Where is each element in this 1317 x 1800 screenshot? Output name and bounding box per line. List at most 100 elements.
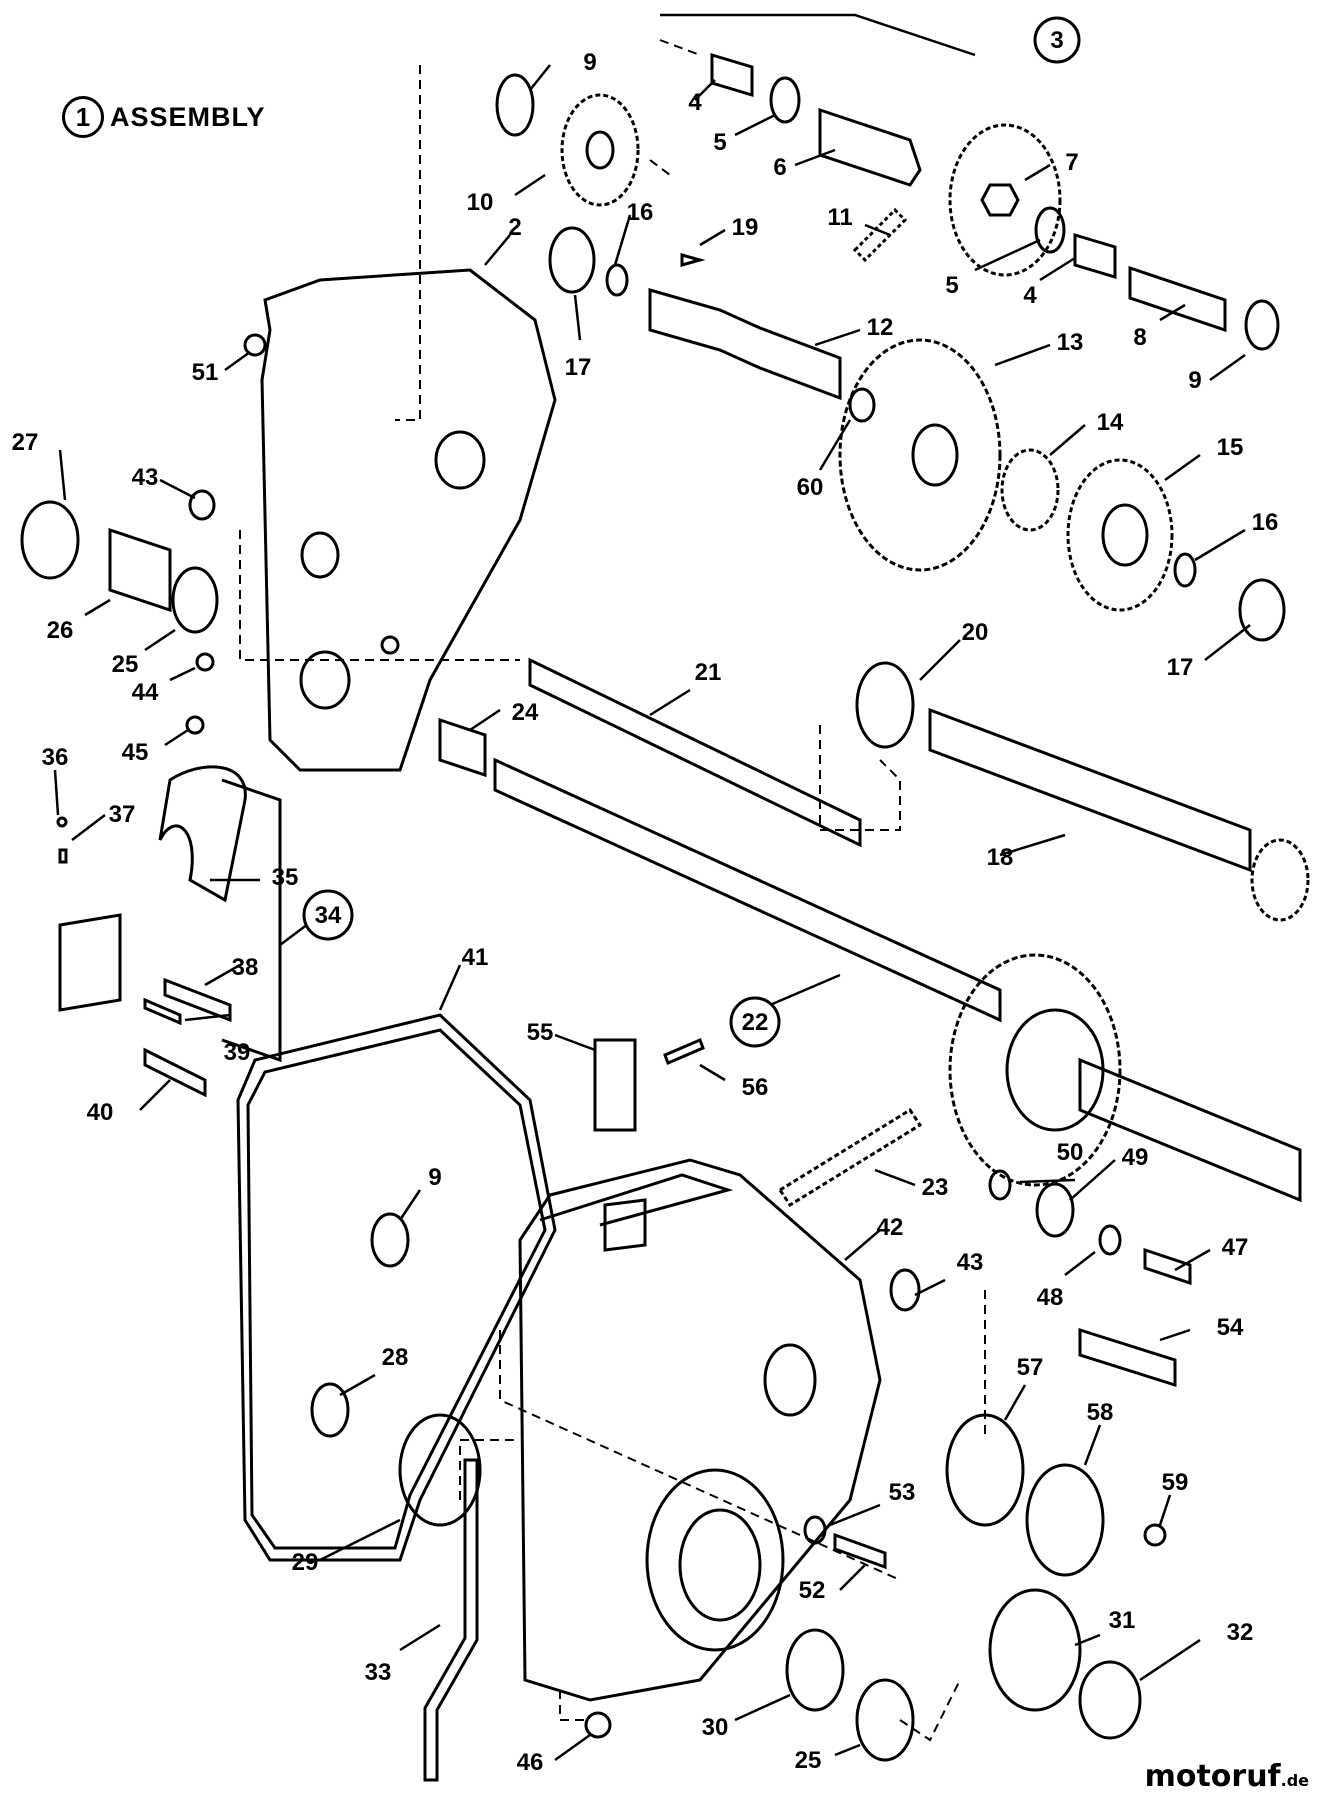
gear-13 <box>838 338 1002 572</box>
case-hole-3 <box>299 650 351 710</box>
case-half-lower <box>518 1158 882 1702</box>
dashline-21 <box>819 725 901 831</box>
washer-49 <box>1035 1182 1075 1238</box>
dashline-top <box>395 65 421 421</box>
label-4: 4 <box>688 89 702 116</box>
label-27: 27 <box>12 429 39 456</box>
label-7: 7 <box>1065 149 1078 176</box>
shaft-22-output <box>1078 1057 1302 1203</box>
gasket-41 <box>236 1013 557 1562</box>
label-33: 33 <box>365 1659 392 1686</box>
dashline-3 <box>649 39 701 176</box>
callout-circle-34 <box>302 889 354 941</box>
label-60: 60 <box>797 474 824 501</box>
bearing-17-top <box>548 226 596 294</box>
watermark: motoruf.de <box>1145 1759 1309 1794</box>
plug-43-top <box>188 489 216 521</box>
case-lower-bearing-inner <box>678 1508 762 1622</box>
label-25: 25 <box>112 651 139 678</box>
bearing-25-bottom <box>855 1678 915 1762</box>
label-12: 12 <box>867 314 894 341</box>
hex-shaft-6 <box>818 107 922 187</box>
cover-58 <box>1025 1463 1105 1577</box>
label-3: 3 <box>1050 27 1063 54</box>
label-20: 20 <box>962 619 989 646</box>
seal-28 <box>310 1382 350 1438</box>
plug-43-lower <box>889 1268 921 1312</box>
pin-8 <box>1128 265 1227 333</box>
bearing-30 <box>785 1628 845 1712</box>
label-16b: 16 <box>1252 509 1279 536</box>
bolt-54 <box>1078 1327 1177 1388</box>
label-28: 28 <box>382 1344 409 1371</box>
label-37: 37 <box>109 801 136 828</box>
label-9c: 9 <box>428 1164 441 1191</box>
label-15: 15 <box>1217 434 1244 461</box>
label-41: 41 <box>462 944 489 971</box>
pin-40 <box>143 1047 207 1098</box>
washer-16-right <box>1173 552 1197 588</box>
label-57: 57 <box>1017 1354 1044 1381</box>
washer-16-top <box>605 263 629 297</box>
spring-37 <box>58 848 68 864</box>
label-5b: 5 <box>945 272 958 299</box>
sprocket-10 <box>560 93 640 207</box>
label-44: 44 <box>132 679 159 706</box>
label-38: 38 <box>232 954 259 981</box>
washer-20 <box>855 661 915 749</box>
label-17: 17 <box>565 354 592 381</box>
case-half-lower-flange <box>539 1173 734 1227</box>
bearing-25-top <box>171 566 219 634</box>
ball-36 <box>56 816 68 828</box>
label-54: 54 <box>1217 1314 1244 1341</box>
label-10: 10 <box>467 189 494 216</box>
shift-block <box>58 913 122 1012</box>
sprocket-7 <box>948 123 1062 277</box>
label-8: 8 <box>1133 324 1146 351</box>
tube-24-collar <box>438 717 487 778</box>
label-18: 18 <box>987 844 1014 871</box>
bushing-26 <box>108 527 172 613</box>
assembly-number: 1 <box>62 96 104 138</box>
sprocket-10-hub <box>585 130 615 170</box>
bushing-31 <box>988 1588 1082 1712</box>
label-56: 56 <box>742 1074 769 1101</box>
label-32: 32 <box>1227 1619 1254 1646</box>
assembly-label: ASSEMBLY <box>110 101 266 132</box>
dashline-left <box>239 530 520 661</box>
case-lower-hole <box>763 1343 817 1417</box>
sprocket-14 <box>1000 448 1060 532</box>
label-53: 53 <box>889 1479 916 1506</box>
label-45: 45 <box>122 739 149 766</box>
label-31: 31 <box>1109 1607 1136 1634</box>
label-49: 49 <box>1122 1144 1149 1171</box>
washer-50 <box>988 1169 1012 1201</box>
label-21: 21 <box>695 659 722 686</box>
nut-46 <box>584 1711 612 1739</box>
bearing-4-top <box>710 52 754 98</box>
case-hole-1 <box>434 430 486 490</box>
label-25b: 25 <box>795 1747 822 1774</box>
callout-circle-22 <box>729 996 781 1048</box>
case-hole-4 <box>380 635 400 655</box>
tube-21 <box>528 657 862 848</box>
nut-51 <box>243 333 267 357</box>
label-29: 29 <box>292 1549 319 1576</box>
hex-shaft-18 <box>928 707 1252 873</box>
label-52: 52 <box>799 1577 826 1604</box>
label-11: 11 <box>827 204 852 231</box>
washer-9-right <box>1244 299 1280 351</box>
pin-39 <box>143 997 182 1026</box>
chain-11 <box>852 207 908 263</box>
sprocket-18-end <box>1250 838 1310 922</box>
clamp-32 <box>1078 1660 1142 1740</box>
label-9: 9 <box>583 49 596 76</box>
label-42: 42 <box>877 1214 904 1241</box>
label-50: 50 <box>1057 1139 1084 1166</box>
bracket-34 <box>221 778 282 1063</box>
bolt-52 <box>833 1532 887 1570</box>
callout-circle-3 <box>1033 16 1081 64</box>
needle-bearing-60 <box>848 387 876 423</box>
label-23: 23 <box>922 1174 949 1201</box>
